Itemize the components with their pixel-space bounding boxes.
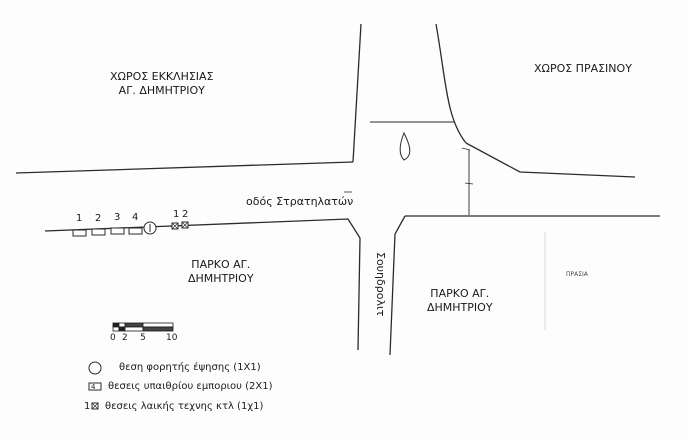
church-area-line2: ΑΓ. ΔΗΜΗΤΡΙΟΥ (118, 84, 205, 97)
road-edge-west-north (352, 23, 362, 163)
small-area-note: ΠΡΑΣΙΑ (566, 271, 588, 278)
commercial-stall-2 (91, 228, 106, 236)
road-edge-upper-left (15, 161, 354, 174)
tick-east-2 (464, 182, 474, 185)
scale-tick-2: 2 (122, 333, 128, 343)
commercial-stall-4 (128, 227, 143, 235)
park-left-label: ΠΑΡΚΟ ΑΓ. ΔΗΜΗΤΡΙΟΥ (188, 258, 254, 286)
commercial-stalls (72, 227, 143, 237)
park-right-line2: ΔΗΜΗΤΡΙΟΥ (427, 301, 493, 314)
park-right-line1: ΠΑΡΚΟ ΑΓ. (430, 287, 490, 300)
legend-art-marker: 1 (84, 401, 91, 412)
scale-tick-10: 10 (166, 333, 178, 343)
stall-number-2: 2 (95, 213, 102, 224)
art-stall-number-1: 1 (173, 209, 180, 220)
stall-number-1: 1 (76, 213, 83, 224)
commercial-stall-1 (72, 229, 87, 237)
road-edge-east-south (389, 215, 406, 356)
legend-art-label: θεσεις λαικής τεχνης κτλ (1χ1) (105, 401, 264, 412)
scale-tick-5: 5 (140, 333, 146, 343)
legend-grill-label: θεση φορητής έψησης (1Χ1) (119, 362, 261, 373)
street-label-vertical: Σουηδρολιτ (374, 252, 387, 317)
green-area-label: ΧΩΡΟΣ ΠΡΑΣΙΝΟΥ (534, 62, 632, 75)
stall-number-4: 4 (132, 212, 139, 223)
commercial-stall-3 (110, 227, 125, 235)
road-edge-west-south (357, 237, 361, 351)
road-edge-upper-right (465, 142, 636, 178)
legend-grill-symbol (88, 361, 102, 375)
park-right-label: ΠΑΡΚΟ ΑΓ. ΔΗΜΗΤΡΙΟΥ (427, 287, 493, 315)
legend-commercial-marker: 4 (91, 383, 96, 391)
art-stall-number-2: 2 (182, 209, 189, 220)
legend-symbols (88, 361, 102, 410)
grill-position-marker (143, 221, 157, 235)
legend-commercial-symbol (88, 382, 102, 391)
stall-number-3: 3 (114, 212, 121, 223)
street-label-stratilaton: οδός Στρατηλατών (246, 195, 354, 208)
art-stalls (171, 221, 189, 230)
scale-bar (112, 322, 174, 332)
park-left-line2: ΔΗΜΗΤΡΙΟΥ (188, 272, 254, 285)
scale-tick-0: 0 (110, 333, 116, 343)
road-edge-east-north (435, 23, 467, 144)
church-area-label: ΧΩΡΟΣ ΕΚΚΛΗΣΙΑΣ ΑΓ. ΔΗΜΗΤΡΙΟΥ (110, 70, 214, 98)
park-left-line1: ΠΑΡΚΟ ΑΓ. (191, 258, 251, 271)
tick-east-1 (461, 147, 471, 151)
legend-commercial-label: θεσεις υπαιθρίου εμποριου (2Χ1) (108, 381, 273, 392)
church-area-line1: ΧΩΡΟΣ ΕΚΚΛΗΣΙΑΣ (110, 70, 214, 83)
traffic-island-icon (399, 131, 411, 161)
